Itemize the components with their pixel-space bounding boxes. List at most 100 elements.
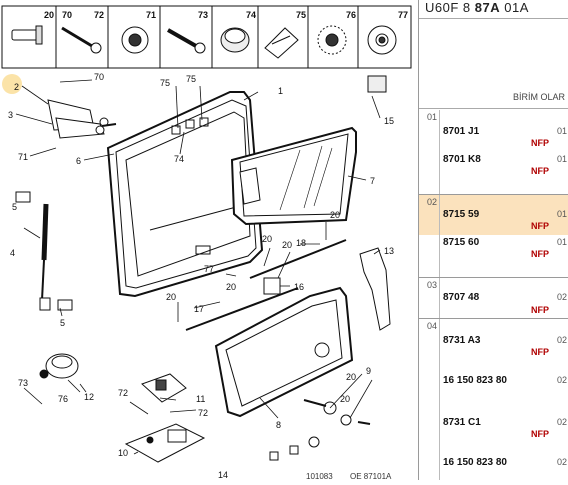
block-15	[367, 75, 387, 93]
part-qty: 01	[557, 126, 568, 136]
callout-14: 14	[218, 470, 228, 480]
rod-17	[185, 287, 299, 331]
footer-code-1: 101083	[306, 472, 333, 480]
callout-15: 15	[384, 116, 394, 126]
nfp-badge: NFP	[531, 138, 549, 148]
part-ref[interactable]: 8701 J1	[443, 126, 480, 137]
callout-8: 8	[276, 420, 281, 430]
part-ref[interactable]: 8715 60	[443, 237, 480, 248]
plug-icon	[11, 25, 43, 45]
group-number: 04	[427, 321, 438, 331]
thumb-label-70: 70	[62, 10, 72, 20]
thumb-label-74: 74	[246, 10, 256, 20]
part-ref[interactable]: 16 150 823 80	[443, 457, 507, 468]
callout-4: 4	[10, 248, 15, 258]
callout-20-f: 20	[346, 372, 356, 382]
callout-76: 76	[58, 394, 68, 404]
callout-70: 70	[94, 72, 104, 82]
callout-18: 18	[296, 238, 306, 248]
plug-cap-icon	[220, 27, 250, 53]
part-qty: 02	[557, 292, 568, 302]
part-ref[interactable]: 8731 C1	[443, 417, 481, 428]
catalog-group: 87A	[474, 0, 501, 15]
trim-panel	[214, 286, 354, 418]
thumb-label-71: 71	[146, 10, 156, 20]
callout-74: 74	[174, 154, 184, 164]
part-qty: 02	[557, 417, 568, 427]
callout-20-e: 20	[166, 292, 176, 302]
group-03: 03 8707 48 02 NFP	[419, 278, 568, 318]
handle-13	[359, 247, 391, 331]
callout-73: 73	[18, 378, 28, 388]
rod-18	[249, 239, 347, 279]
parts-list-panel: U60F 8 87A 01A BİRİM OLAR 01 8701 J1 01 …	[418, 0, 568, 480]
screw-icon-2	[167, 28, 206, 54]
group-01: 01 8701 J1 01 NFP 8701 K8 01 NFP	[419, 110, 568, 194]
callout-12: 12	[84, 392, 94, 402]
nfp-badge: NFP	[531, 249, 549, 259]
lock-16	[263, 277, 281, 295]
callout-16: 16	[294, 282, 304, 292]
callout-20-g: 20	[340, 394, 350, 404]
part-ref-selected[interactable]: 8715 59	[443, 209, 480, 220]
hinge	[47, 99, 117, 139]
thumb-label-77: 77	[398, 10, 408, 20]
thumb-label-72: 72	[94, 10, 104, 20]
highlight-marker	[2, 74, 22, 94]
grommet-icon	[121, 26, 149, 54]
callout-75-b: 75	[186, 74, 196, 84]
callout-6: 6	[76, 156, 81, 166]
callout-13: 13	[384, 246, 394, 256]
part-ref[interactable]: 16 150 823 80	[443, 375, 507, 386]
tailgate-frame	[106, 91, 264, 298]
callout-72-b: 72	[198, 408, 208, 418]
group-04: 04 8731 A3 02 NFP 16 150 823 80 02 8731 …	[419, 319, 568, 480]
push-clip-icon	[264, 27, 299, 59]
nfp-badge: NFP	[531, 166, 549, 176]
part-qty: 01	[557, 237, 568, 247]
callout-1: 1	[278, 86, 283, 96]
group-number: 01	[427, 112, 438, 122]
callout-72-a: 72	[118, 388, 128, 398]
screw-icon	[61, 26, 102, 54]
thumb-label-75: 75	[296, 10, 306, 20]
catch-assembly	[124, 373, 206, 463]
gas-strut	[15, 191, 73, 311]
callout-75-a: 75	[160, 78, 170, 88]
star-washer-icon	[317, 25, 347, 55]
exploded-parts-diagram: 70 2 3 71 6 1 75 75 74 15 7 5 4 5 20 20 …	[1, 5, 412, 481]
nfp-badge: NFP	[531, 221, 549, 231]
part-ref[interactable]: 8731 A3	[443, 335, 481, 346]
part-ref[interactable]: 8701 K8	[443, 154, 481, 165]
nfp-badge: NFP	[531, 347, 549, 357]
part-qty: 02	[557, 375, 568, 385]
catalog-prefix: U60F 8	[425, 0, 471, 15]
glass-panel	[230, 126, 357, 226]
callout-5-b: 5	[60, 318, 65, 328]
thumbnail-strip	[1, 5, 412, 69]
callout-20-a: 20	[330, 210, 340, 220]
callout-71: 71	[18, 152, 28, 162]
callout-3: 3	[8, 110, 13, 120]
part-ref[interactable]: 8707 48	[443, 292, 480, 303]
callout-2: 2	[14, 82, 19, 92]
part-qty: 02	[557, 335, 568, 345]
nfp-badge: NFP	[531, 429, 549, 439]
catalog-reference: U60F 8 87A 01A	[425, 0, 529, 15]
selected-row-highlight	[419, 195, 568, 235]
callout-7: 7	[370, 176, 375, 186]
part-qty: 02	[557, 457, 568, 467]
striker-12	[39, 353, 79, 379]
callout-17: 17	[194, 304, 204, 314]
thumb-label-76: 76	[346, 10, 356, 20]
thumb-label-20: 20	[44, 10, 54, 20]
group-number: 03	[427, 280, 438, 290]
nfp-badge: NFP	[531, 305, 549, 315]
callout-9: 9	[366, 366, 371, 376]
column-header: BİRİM OLAR	[513, 92, 566, 102]
part-qty: 01	[557, 154, 568, 164]
callout-20-d: 20	[226, 282, 236, 292]
part-qty: 01	[557, 209, 568, 219]
callout-77: 77	[204, 264, 214, 274]
footer-code-2: OE 87101A	[350, 472, 392, 480]
